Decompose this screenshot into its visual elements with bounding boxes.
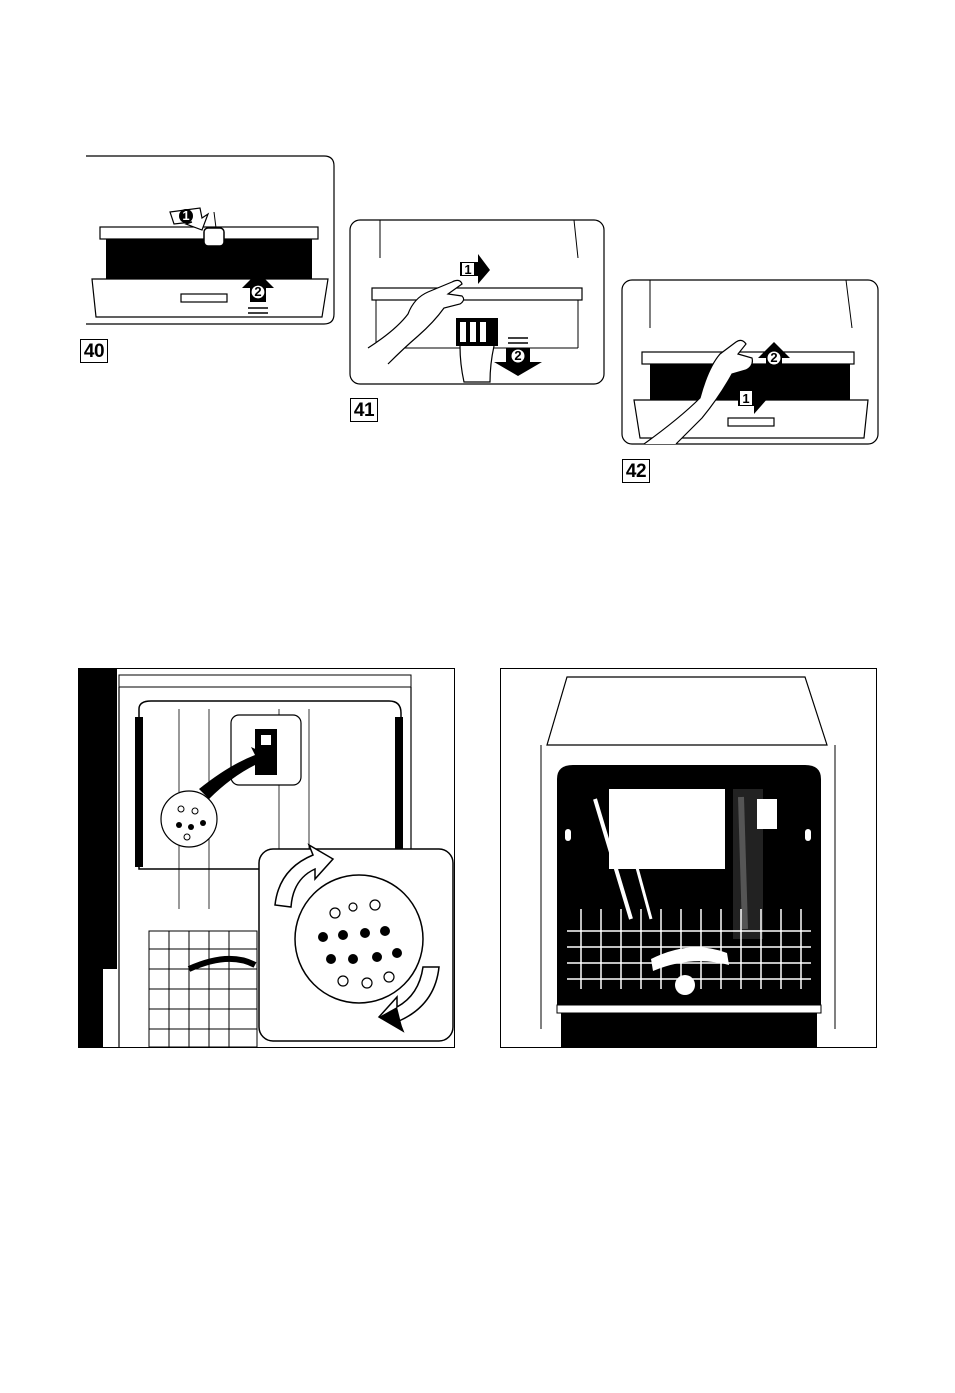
open-dishwasher-photo	[500, 668, 877, 1048]
step-1-number-40: 1	[182, 208, 189, 223]
step-2-number-42: 2	[770, 350, 777, 365]
figure-40: 1 2	[78, 152, 338, 327]
figure-42: 2 1	[620, 278, 880, 448]
figure-label-42: 42	[622, 459, 650, 483]
figure-label-41: 41	[350, 398, 378, 422]
step-2-number-41: 2	[514, 348, 521, 363]
spray-arm-photo-icon	[79, 669, 454, 1047]
figure-41: 1 2	[348, 218, 608, 388]
upper-basket-illustration-41: 1 2	[348, 218, 608, 388]
open-dishwasher-photo-icon	[501, 669, 876, 1047]
basket-installation-illustration-42: 2 1	[620, 278, 880, 448]
spray-arm-removal-photo	[78, 668, 455, 1048]
step-2-number-40: 2	[254, 284, 261, 299]
step-1-number-41: 1	[464, 262, 471, 277]
figure-label-40: 40	[80, 339, 108, 363]
lower-basket-illustration-40: 1 2	[78, 152, 338, 327]
step-1-number-42: 1	[742, 391, 749, 406]
